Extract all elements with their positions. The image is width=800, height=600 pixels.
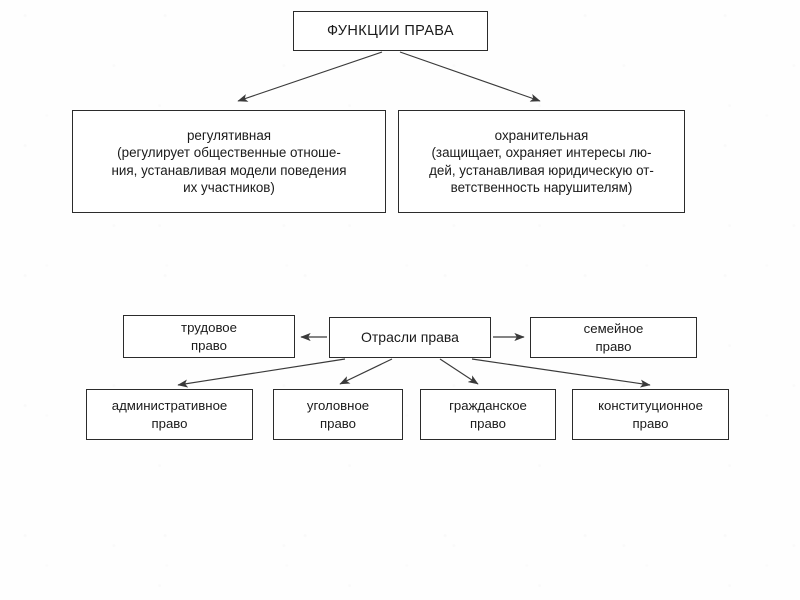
node-branches-of-law-hub[interactable]: Отрасли права — [329, 317, 491, 358]
node-family-law[interactable]: семейное право — [530, 317, 697, 358]
node-constitutional-law[interactable]: конституционное право — [572, 389, 729, 440]
arrow-hub-to-administrative — [177, 358, 346, 388]
node-label-line: право — [632, 415, 669, 431]
node-administrative-law[interactable]: административное право — [86, 389, 253, 440]
node-label-line: ния, устанавливая модели поведения — [111, 162, 347, 178]
arrow-hub-to-civil — [439, 358, 479, 385]
arrow-hub-to-constitutional — [471, 358, 651, 388]
node-label: Отрасли права — [361, 329, 459, 346]
node-functions-of-law-root[interactable]: ФУНКЦИИ ПРАВА — [293, 11, 488, 51]
node-label-line: их участников) — [183, 179, 275, 195]
node-label-line: регулятивная — [186, 127, 272, 143]
node-label-line: административное — [111, 398, 228, 414]
node-label-line: охранительная — [494, 127, 589, 143]
node-labor-law[interactable]: трудовое право — [123, 315, 295, 358]
arrow-root-to-regulative — [237, 51, 383, 102]
node-civil-law[interactable]: гражданское право — [420, 389, 556, 440]
node-label-line: право — [151, 415, 188, 431]
node-label-line: трудовое — [181, 320, 237, 336]
arrow-hub-to-criminal — [339, 358, 393, 385]
node-regulative-function[interactable]: регулятивная (регулирует общественные от… — [72, 110, 386, 213]
node-label-line: дей, устанавливая юридическую от- — [429, 162, 654, 178]
node-label-line: (защищает, охраняет интересы лю- — [431, 145, 652, 161]
node-label-line: ветственность нарушителям) — [450, 179, 633, 195]
node-label-line: право — [190, 337, 227, 353]
node-label-line: семейное — [583, 321, 644, 337]
node-label: ФУНКЦИИ ПРАВА — [327, 22, 454, 39]
node-label-line: право — [595, 338, 632, 354]
node-criminal-law[interactable]: уголовное право — [273, 389, 403, 440]
node-label-line: конституционное — [598, 398, 703, 414]
node-protective-function[interactable]: охранительная (защищает, охраняет интере… — [398, 110, 685, 213]
node-label-line: уголовное — [306, 398, 370, 414]
arrow-root-to-protective — [399, 51, 541, 102]
node-label-line: право — [319, 415, 356, 431]
node-label-line: право — [469, 415, 506, 431]
node-label-line: (регулирует общественные отноше- — [117, 145, 341, 161]
node-label-line: гражданское — [449, 398, 527, 414]
